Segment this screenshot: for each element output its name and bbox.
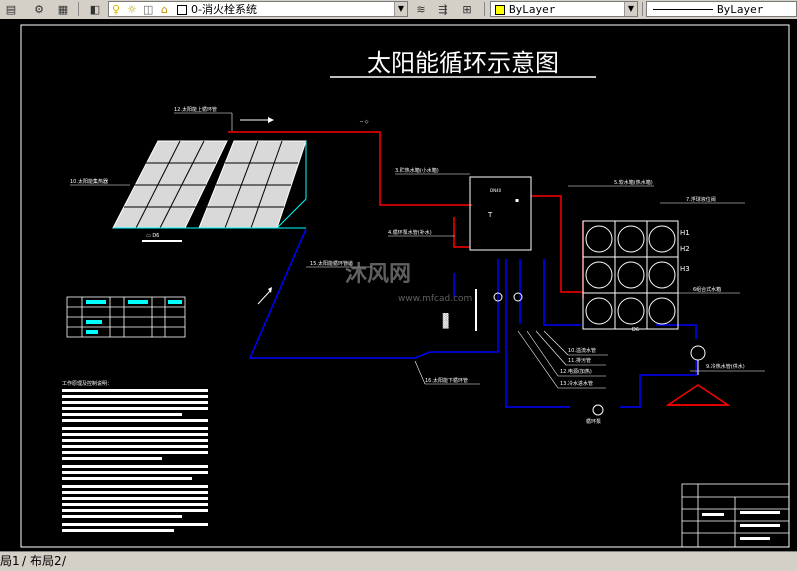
layer-name: 0-消火栓系统 bbox=[191, 3, 257, 16]
label-lower-pipe: 15.太阳能循环管道 bbox=[310, 260, 353, 267]
drawing-title: 太阳能循环示意图 bbox=[367, 49, 559, 77]
tab-separator: / bbox=[62, 554, 67, 568]
linetype-dropdown[interactable]: ByLayer bbox=[646, 1, 797, 17]
layer-manager-icon[interactable]: ▤ bbox=[5, 2, 17, 16]
layer-previous-icon[interactable]: ◧ bbox=[89, 2, 101, 16]
ground-symbol bbox=[665, 384, 731, 406]
svg-text:T: T bbox=[487, 211, 493, 219]
watermark-url: www.mfcad.com bbox=[398, 294, 472, 304]
label-tap-pipe: 9.冷热水管(供水) bbox=[706, 363, 745, 370]
label-power: 12.电源(加热) bbox=[560, 368, 592, 375]
notes-text bbox=[62, 389, 208, 532]
storage-tank bbox=[469, 176, 532, 251]
label-feed-pipe: 4.循环泵水管(补水) bbox=[388, 229, 432, 236]
svg-text:▪: ▪ bbox=[515, 197, 519, 204]
label-cold-tank: 5.软水箱(热水箱) bbox=[614, 179, 653, 186]
hot-supply-pipe bbox=[228, 131, 472, 206]
make-current-icon[interactable]: ≋ bbox=[416, 2, 426, 16]
drawing-canvas[interactable]: 太阳能循环示意图 ▭ D6 12.太阳能上循环管 10.太阳能集热器 ─ ◇ bbox=[0, 19, 797, 551]
chevron-down-icon[interactable]: ▼ bbox=[624, 2, 637, 16]
layer-states-icon[interactable]: ▦ bbox=[57, 2, 69, 16]
label-base: ▭ D6 bbox=[146, 233, 159, 239]
solar-collector bbox=[112, 140, 307, 229]
cad-toolbar: ▤ ⚙ ▦ ◧ ♀ ☼ ◫ ⌂ 0-消火栓系统 ▼ ≋ ⇶ ⊞ ByLayer … bbox=[0, 0, 797, 20]
tab-layout1[interactable]: 局1 bbox=[0, 554, 20, 568]
svg-text:D6: D6 bbox=[632, 327, 639, 333]
label-pump: 循环泵 bbox=[586, 418, 601, 425]
color-swatch bbox=[495, 5, 505, 15]
label-collector: 10.太阳能集热器 bbox=[70, 178, 108, 185]
freeze-icon: ◫ bbox=[143, 3, 154, 16]
label-drain: 11.排污管 bbox=[568, 357, 591, 364]
match-layer-icon[interactable]: ⇶ bbox=[438, 2, 448, 16]
label-overflow: 10.溢流水管 bbox=[568, 347, 596, 354]
label-tank-hot: 3.贮热水箱(小水箱) bbox=[395, 167, 439, 174]
tab-layout2[interactable]: 布局2 bbox=[30, 554, 62, 568]
tab-separator: / bbox=[22, 554, 27, 568]
color-dropdown[interactable]: ByLayer ▼ bbox=[490, 1, 638, 17]
label-h2: H2 bbox=[680, 245, 690, 253]
pump-symbol bbox=[592, 404, 604, 416]
modular-water-tank bbox=[582, 220, 679, 330]
sun-icon: ☼ bbox=[127, 3, 137, 16]
label-aux-tank: 6组合式水箱 bbox=[693, 286, 721, 293]
svg-text:─ ◇: ─ ◇ bbox=[359, 119, 369, 125]
svg-text:DN40: DN40 bbox=[490, 188, 502, 193]
label-h1: H1 bbox=[680, 229, 690, 237]
watermark: 沐风网 bbox=[345, 262, 411, 287]
legend-table bbox=[66, 296, 186, 338]
lock-icon: ⌂ bbox=[161, 3, 168, 16]
label-cold-in: 13.冷水进水管 bbox=[560, 380, 593, 387]
drawing-svg: 太阳能循环示意图 ▭ D6 12.太阳能上循环管 10.太阳能集热器 ─ ◇ bbox=[20, 24, 790, 548]
gear-icon[interactable]: ⚙ bbox=[34, 2, 44, 16]
label-supply-pipe: 12.太阳能上循环管 bbox=[174, 106, 217, 113]
linetype-value: ByLayer bbox=[717, 3, 764, 16]
title-block bbox=[681, 483, 790, 548]
notes-title: 工作原理及控制说明： bbox=[62, 380, 112, 387]
layer-color-swatch bbox=[177, 5, 187, 15]
layer-iso-icon[interactable]: ⊞ bbox=[462, 2, 472, 16]
linetype-line bbox=[653, 9, 713, 10]
label-return-pipe: 16.太阳能下循环管 bbox=[425, 377, 468, 384]
color-value: ByLayer bbox=[509, 3, 556, 16]
return-pipe bbox=[248, 228, 499, 359]
layer-dropdown[interactable]: ♀ ☼ ◫ ⌂ 0-消火栓系统 ▼ bbox=[108, 1, 408, 17]
label-float: 7.浮球液位阀 bbox=[686, 196, 716, 203]
layout-tabs: 局1 / 布局2 / bbox=[0, 551, 797, 571]
chevron-down-icon[interactable]: ▼ bbox=[394, 2, 407, 16]
drawing-frame bbox=[20, 24, 790, 548]
svg-text:▓▓▓▓: ▓▓▓▓ bbox=[442, 313, 449, 329]
lightbulb-icon: ♀ bbox=[112, 3, 121, 16]
label-h3: H3 bbox=[680, 265, 690, 273]
